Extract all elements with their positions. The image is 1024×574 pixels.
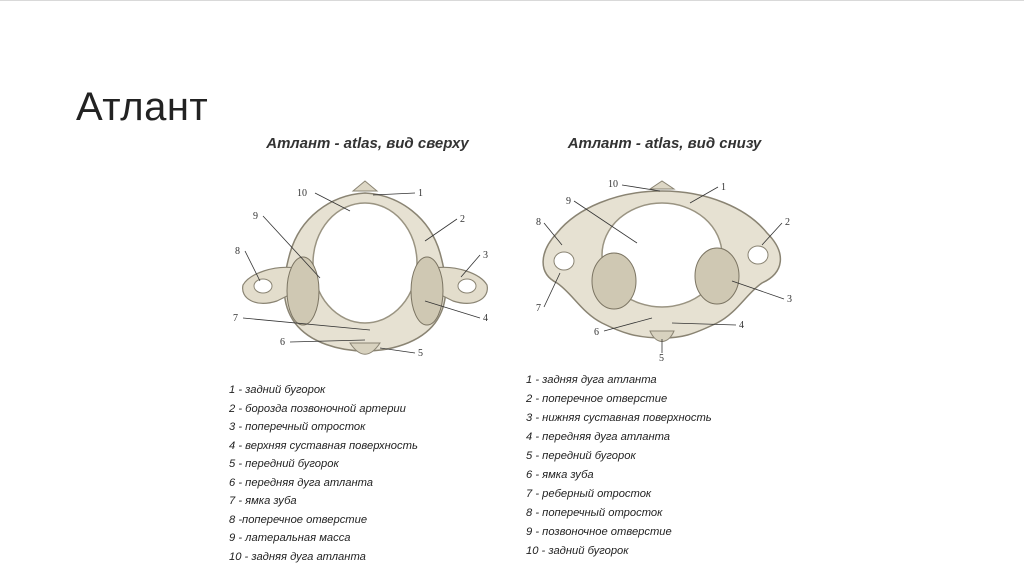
callout-label: 3: [483, 250, 488, 261]
legend-item: 3 - поперечный отросток: [229, 421, 366, 433]
legend-item: 1 - задняя дуга атланта: [526, 374, 657, 386]
panel-heading: Атлант - atlas, вид сверху: [266, 135, 469, 152]
legend-item: 7 - ямка зуба: [229, 495, 297, 507]
legend-item: 5 - передний бугорок: [229, 458, 339, 470]
callout-label: 1: [721, 182, 726, 193]
transverse-foramen-right: [747, 245, 769, 265]
callout-label: 1: [418, 188, 423, 199]
panel-heading: Атлант - atlas, вид снизу: [567, 135, 762, 152]
posterior-tubercle: [648, 180, 676, 190]
callout-label: 9: [566, 196, 571, 207]
callout-label: 4: [483, 313, 488, 324]
legend-item: 8 - поперечный отросток: [526, 507, 663, 519]
legend-item: 10 - задний бугорок: [526, 545, 629, 557]
callout-label: 7: [233, 313, 238, 324]
legend-item: 2 - борозда позвоночной артерии: [229, 402, 406, 415]
articular-surface-right: [694, 247, 740, 305]
legend-item: 10 - задняя дуга атланта: [229, 550, 366, 563]
callout-label: 5: [418, 348, 423, 359]
callout-label: 10: [297, 188, 307, 199]
legend-item: 9 - латеральная масса: [229, 532, 351, 544]
callout-label: 7: [536, 303, 541, 314]
callout-label: 5: [659, 353, 664, 363]
callout-label: 9: [253, 211, 258, 222]
legend-item: 5 - передний бугорок: [526, 450, 636, 462]
posterior-tubercle: [351, 180, 379, 192]
legend-item: 6 - передняя дуга атланта: [229, 476, 374, 489]
legend-item: 4 - передняя дуга атланта: [526, 431, 671, 443]
atlas-top-view-illustration: 10 1 9 2 8 3 7 4 6 5: [233, 180, 488, 359]
callout-label: 2: [785, 217, 790, 228]
callout-label: 10: [608, 179, 618, 190]
atlas-bottom-view-illustration: 10 1 9 8 2 7 3 6 4 5: [536, 179, 792, 363]
callout-label: 6: [280, 337, 285, 348]
anterior-tubercle: [649, 330, 675, 342]
callout-label: 6: [594, 327, 599, 338]
legend-item: 9 - позвоночное отверстие: [526, 526, 672, 538]
slide-top-border: [0, 0, 1024, 1]
callout-label: 8: [235, 246, 240, 257]
slide-title: Атлант: [76, 84, 209, 129]
vertebral-foramen: [312, 202, 418, 324]
transverse-foramen-left: [553, 251, 575, 271]
transverse-foramen-left: [253, 278, 273, 294]
articular-surface-right: [410, 256, 444, 326]
callout-label: 2: [460, 214, 465, 225]
atlas-bottom-view-panel: Атлант - atlas, вид снизу 10: [522, 125, 807, 557]
articular-surface-left: [286, 256, 320, 326]
transverse-foramen-right: [457, 278, 477, 294]
callout-label: 8: [536, 217, 541, 228]
anterior-tubercle: [349, 342, 381, 355]
legend-item: 3 - нижняя суставная поверхность: [526, 412, 712, 424]
legend-item: 6 - ямка зуба: [526, 469, 594, 481]
atlas-top-view-panel: Атлант - atlas, вид сверху: [225, 125, 510, 563]
legend-item: 2 - поперечное отверстие: [526, 393, 668, 405]
callout-label: 3: [787, 294, 792, 305]
legend-item: 7 - реберный отросток: [526, 488, 652, 500]
legend-item: 1 - задний бугорок: [229, 384, 326, 396]
callout-label: 4: [739, 320, 744, 331]
legend-item: 4 - верхняя суставная поверхность: [229, 439, 418, 452]
articular-surface-left: [591, 252, 637, 310]
legend-item: 8 -поперечное отверстие: [229, 513, 368, 526]
legend-list: 1 - задний бугорок 2 - борозда позвоночн…: [229, 381, 418, 566]
legend-list: 1 - задняя дуга атланта 2 - поперечное о…: [526, 371, 712, 561]
